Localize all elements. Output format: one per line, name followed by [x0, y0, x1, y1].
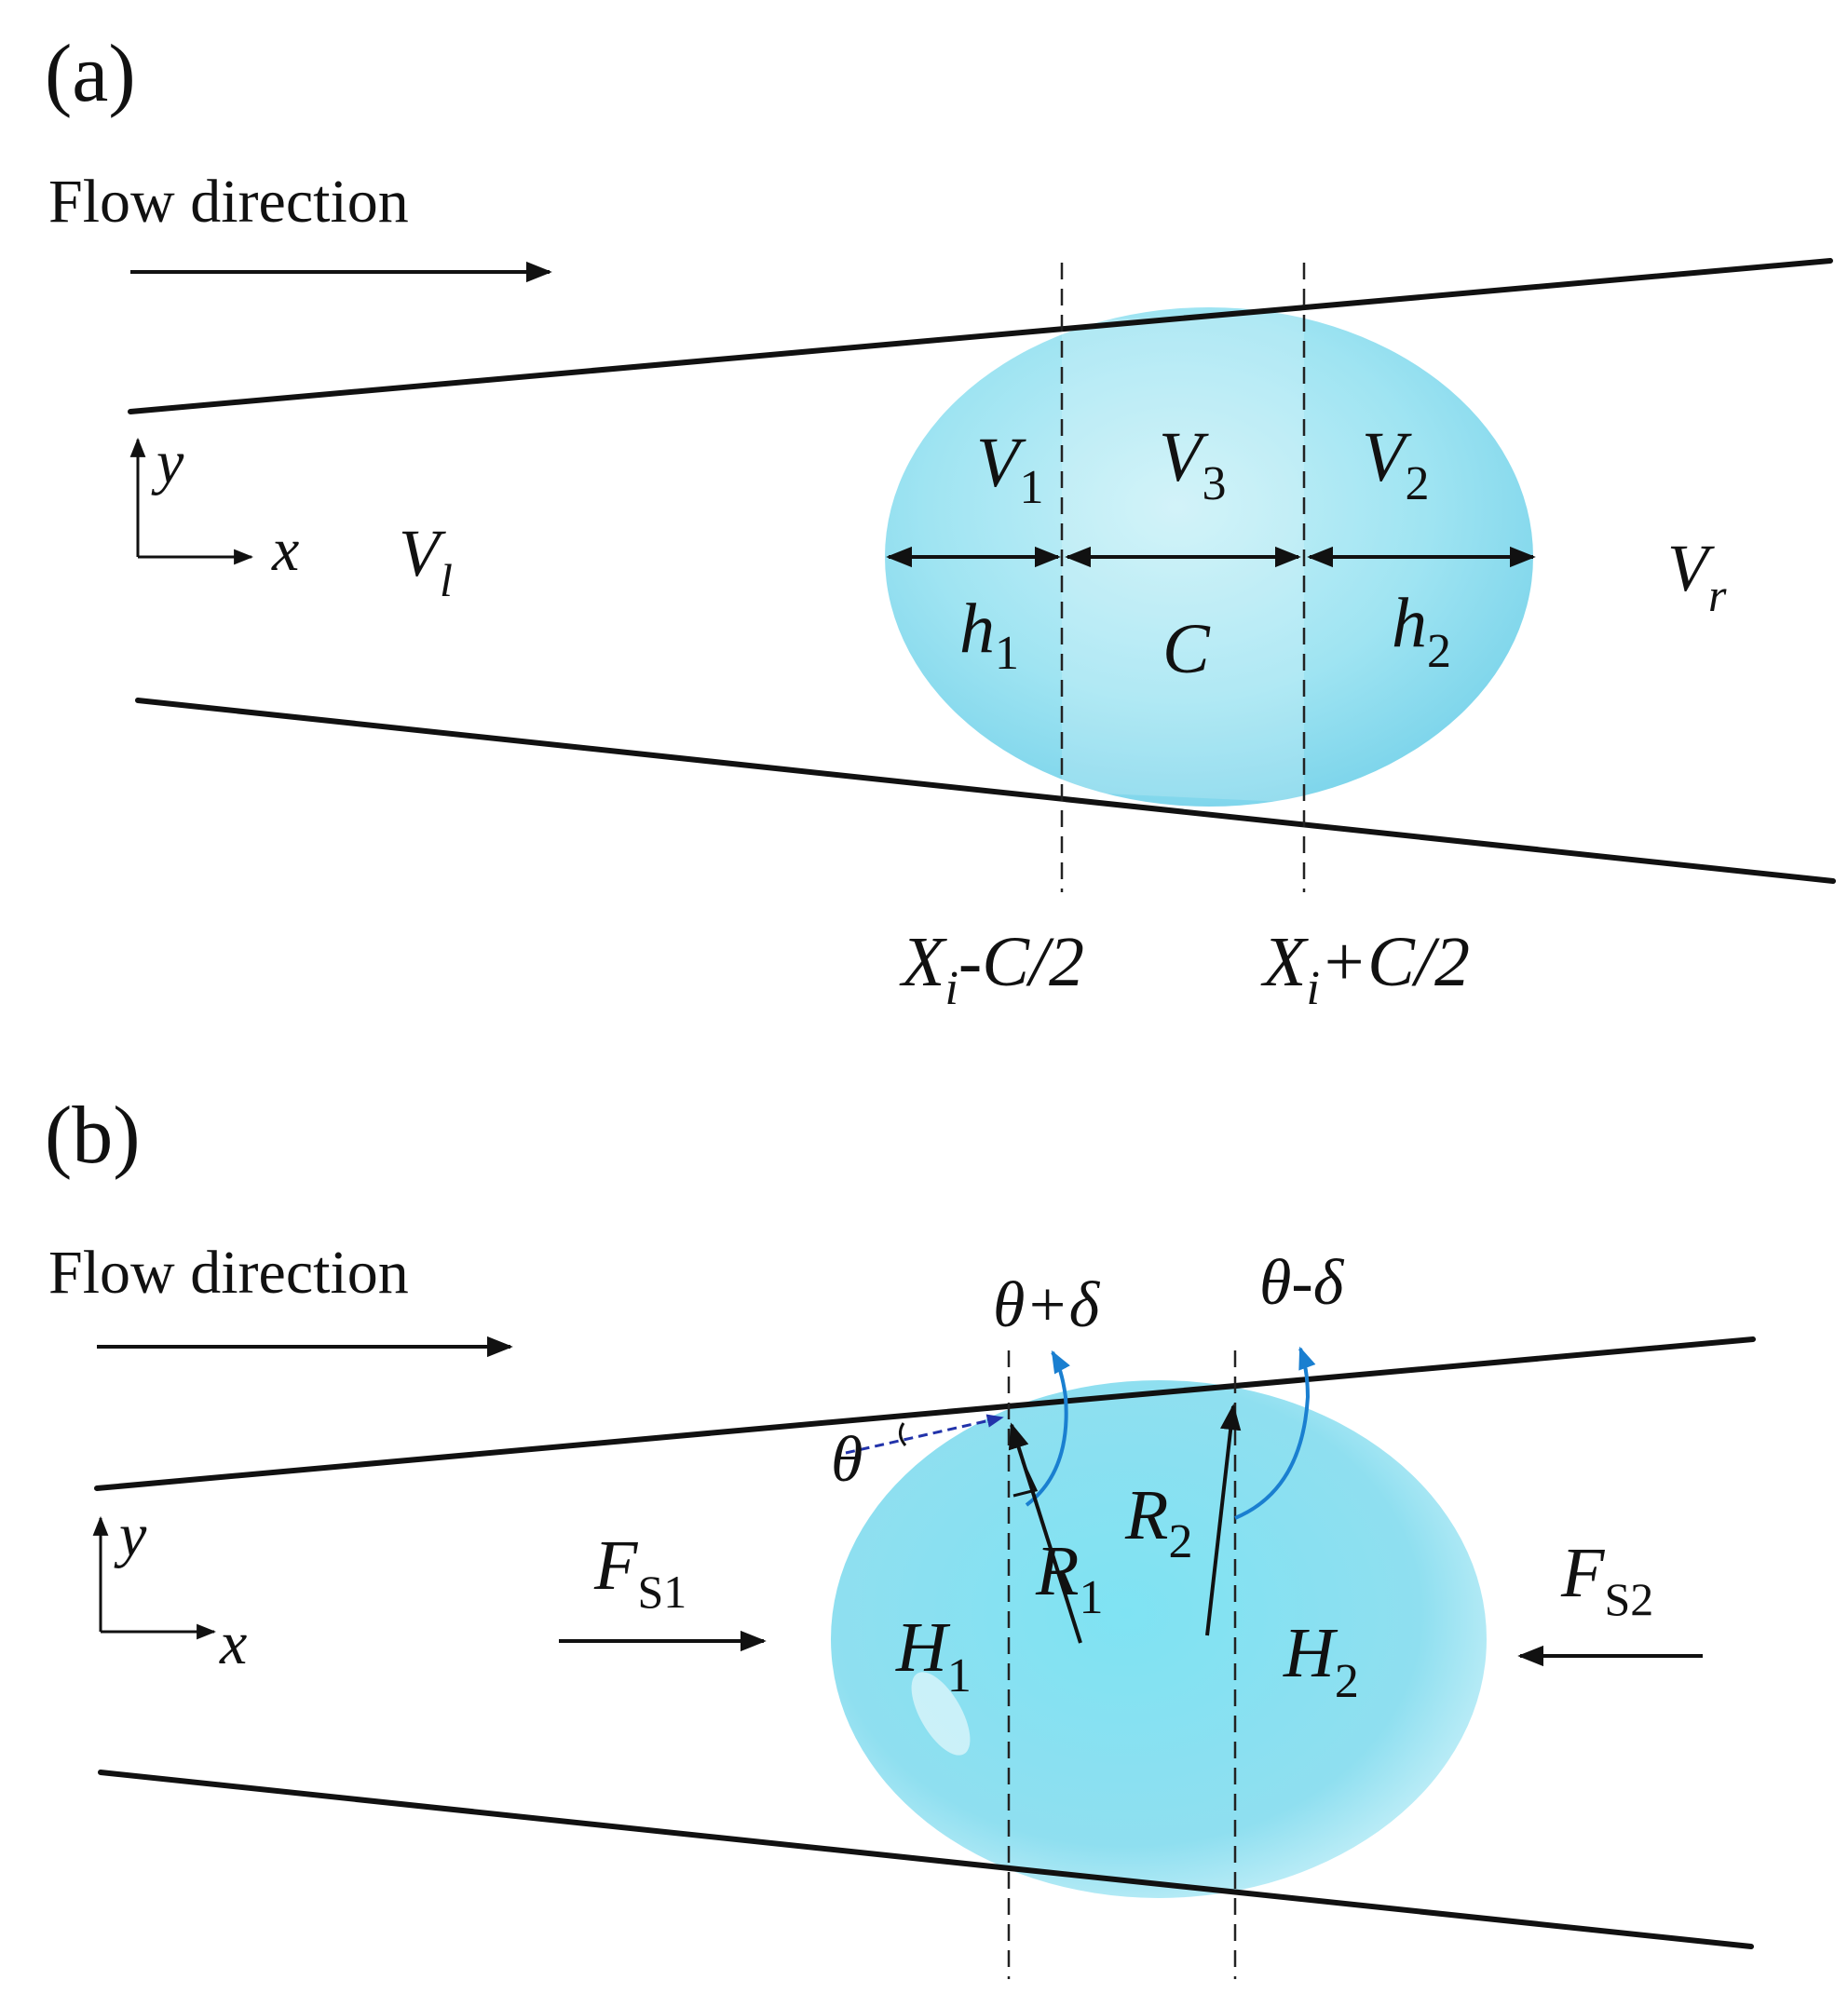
y-axis-label-a: y: [151, 428, 184, 496]
flow-direction-label-a: Flow direction: [48, 168, 409, 236]
H2-label: H2: [1283, 1614, 1359, 1708]
v3-label: V3: [1159, 418, 1226, 510]
angle-arrow-right: [1234, 1346, 1316, 1520]
theta-plus-delta-label: θ+δ: [993, 1269, 1101, 1341]
upper-wall-a: [128, 258, 1833, 414]
theta-minus-delta-label: θ-δ: [1259, 1247, 1345, 1319]
theta-arrow: [845, 1414, 1004, 1455]
h2-label: h2: [1392, 584, 1451, 678]
fs2-label: FS2: [1560, 1534, 1653, 1625]
theta-arc: [899, 1422, 907, 1446]
fs1-label: FS1: [593, 1526, 686, 1618]
panel-a-label: (a): [45, 29, 136, 119]
panel-a: (a) Flow direction y x Vl Vr V1 V3: [45, 29, 1836, 1015]
upper-wall-b: [94, 1336, 1756, 1491]
lower-wall-b: [98, 1770, 1754, 1949]
r1-arrow: [1008, 1422, 1082, 1644]
flow-direction-label-b: Flow direction: [48, 1239, 409, 1307]
lower-wall-a: [135, 698, 1836, 884]
x-plus-c-half-label: Xi+C/2: [1260, 923, 1470, 1015]
y-axis-label-b: y: [114, 1501, 147, 1569]
v1-label: V1: [976, 424, 1043, 514]
v-left-label: Vl: [399, 516, 453, 606]
c-label: C: [1162, 610, 1211, 688]
panel-b: (b) Flow direction y x θ θ+δ θ-δ R1: [45, 1091, 1756, 1979]
theta-label: θ: [831, 1424, 863, 1496]
right-angle-marker: [1012, 1461, 1039, 1498]
r2-arrow: [1205, 1404, 1242, 1636]
r1-label: R1: [1035, 1532, 1103, 1624]
panel-b-label: (b): [45, 1091, 141, 1181]
h1-label: h1: [959, 590, 1019, 680]
x-minus-c-half-label: Xi-C/2: [899, 923, 1084, 1015]
v-right-label: Vr: [1667, 531, 1727, 621]
droplet-b: [831, 1380, 1487, 1898]
r2-label: R2: [1124, 1476, 1192, 1568]
droplet-highlight: [911, 1672, 971, 1756]
v2-label: V2: [1362, 418, 1429, 510]
angle-arrow-left: [1025, 1350, 1070, 1507]
H1-label: H1: [895, 1608, 972, 1702]
x-axis-label-a: x: [271, 516, 299, 584]
x-axis-label-b: x: [219, 1609, 247, 1677]
